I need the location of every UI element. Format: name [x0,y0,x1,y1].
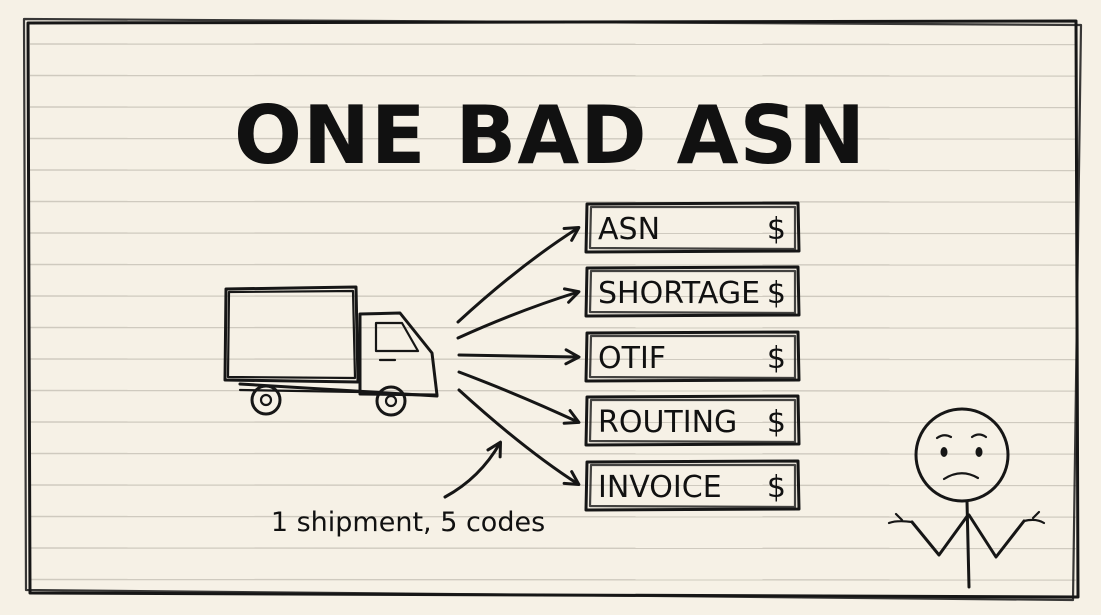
dollar-icon: $ [767,405,786,440]
code-box-inner-frame [588,205,797,251]
rule-line [29,200,1077,203]
arrow-icon [457,348,581,366]
fanout-arrows [456,225,581,487]
code-box-asn: ASN $ [584,201,801,254]
rule-line [29,106,1077,109]
code-box-shortage: SHORTAGE$ [584,265,801,318]
code-box-otif: OTIF $ [584,330,801,383]
rule-line [29,326,1077,329]
code-box-invoice: INVOICE $ [584,459,801,512]
code-box-inner-frame [588,269,797,315]
code-box-inner-frame [588,398,797,444]
code-box-inner-frame [588,334,797,380]
rule-line [29,263,1077,266]
confused-stick-figure-icon [887,407,1046,589]
rule-line [29,547,1077,550]
code-label: OTIF [598,341,666,376]
rule-line [29,484,1077,487]
rule-line [29,421,1077,424]
rule-line [29,137,1077,140]
rule-line [29,74,1077,77]
rule-line [29,43,1077,46]
code-box-frame [584,265,801,318]
arrow-icon [457,388,581,487]
code-box-frame [584,459,801,512]
rule-line [29,452,1077,455]
code-box-frame [584,330,801,383]
code-label: ROUTING [598,405,737,440]
rule-line [29,515,1077,518]
code-box-inner-frame [588,463,797,509]
truck-icon [223,285,439,417]
rule-line [29,389,1077,392]
arrow-icon [456,225,581,324]
rule-line [29,295,1077,298]
arrow-icon [457,370,581,425]
code-label: ASN [598,212,660,247]
code-label: SHORTAGE [598,276,760,311]
caption-arrow-icon [443,440,502,499]
dollar-icon: $ [767,470,786,505]
rule-line [29,358,1077,361]
ruled-paper-lines [29,43,1077,581]
sketch-border [22,17,1083,602]
arrow-icon [456,287,581,340]
diagram-title: ONE BAD ASN [234,89,866,182]
code-label: INVOICE [598,470,722,505]
shipment-caption: 1 shipment, 5 codes [271,507,545,538]
violation-code-list: ASN$SHORTAGE$OTIF$ROUTING$INVOICE$ [584,201,801,512]
code-box-frame [584,394,801,447]
code-box-frame [584,201,801,254]
rule-line [29,232,1077,235]
dollar-icon: $ [767,341,786,376]
dollar-icon: $ [767,276,786,311]
code-box-routing: ROUTING $ [584,394,801,447]
dollar-icon: $ [767,212,786,247]
rule-line [29,169,1077,172]
rule-line [29,578,1077,581]
